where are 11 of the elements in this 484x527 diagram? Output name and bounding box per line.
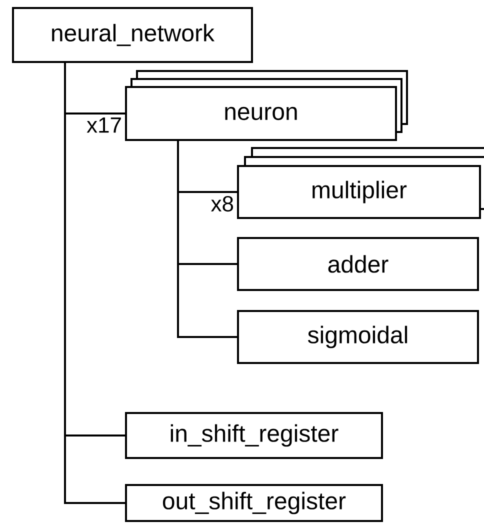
stacked-module-box: neuron — [125, 70, 408, 141]
module-box: neural_network — [12, 7, 253, 63]
module-box: in_shift_register — [125, 412, 383, 459]
module-box: out_shift_register — [125, 484, 383, 522]
multiplicity-label: x8 — [211, 196, 234, 212]
module-box: adder — [237, 237, 479, 291]
multiplicity-label: x17 — [86, 118, 121, 133]
module-box: sigmoidal — [237, 310, 479, 364]
connector — [64, 63, 125, 504]
stacked-module-box: multiplier — [237, 147, 484, 219]
connector — [177, 141, 237, 338]
